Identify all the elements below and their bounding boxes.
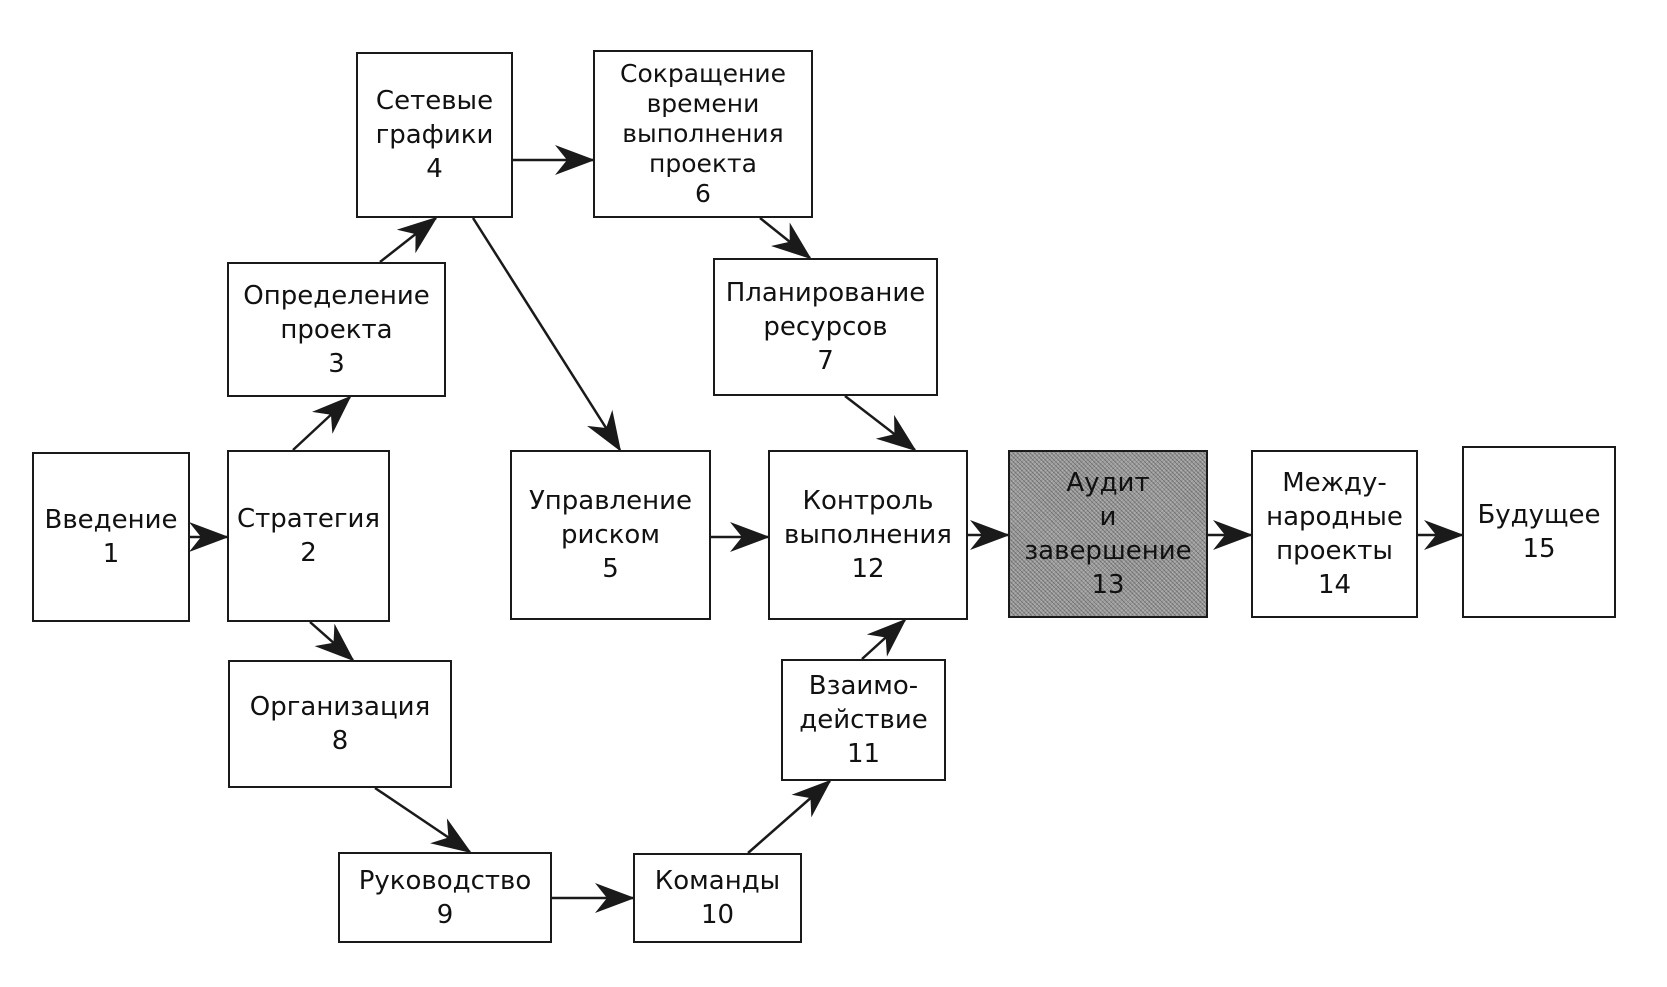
node-label: Взаимо- действие 11 [799, 671, 928, 769]
node-audit-i-zavershenie: Аудит и завершение 13 [1008, 450, 1208, 618]
node-komandy: Команды 10 [633, 853, 802, 943]
arrow-n7-to-n12 [844, 395, 917, 452]
node-setevye-grafiki: Сетевые графики 4 [356, 52, 513, 218]
node-mezhdunarodnye-proekty: Между- народные проекты 14 [1251, 450, 1418, 618]
node-kontrol-vypolneniya: Контроль выполнения 12 [768, 450, 968, 620]
arrow-n8-to-n9 [374, 786, 472, 854]
node-label: Сокращение времени выполнения проекта 6 [620, 59, 786, 208]
node-label: Управление риском 5 [528, 486, 693, 584]
node-label: Введение 1 [44, 505, 178, 569]
node-strategiya: Стратегия 2 [227, 450, 390, 622]
arrow-n11-to-n12 [861, 618, 907, 660]
node-label: Планирование ресурсов 7 [725, 278, 926, 376]
arrow-n3-to-n4 [379, 216, 438, 263]
node-label: Сетевые графики 4 [375, 86, 494, 184]
node-label: Будущее 15 [1477, 500, 1601, 564]
node-opredelenie-proekta: Определение проекта 3 [227, 262, 446, 397]
node-sokrashchenie-vremeni: Сокращение времени выполнения проекта 6 [593, 50, 813, 218]
node-label: Между- народные проекты 14 [1266, 468, 1403, 600]
node-vvedenie: Введение 1 [32, 452, 190, 622]
node-vzaimodeystvie: Взаимо- действие 11 [781, 659, 946, 781]
node-label: Определение проекта 3 [243, 280, 430, 379]
arrow-n2-to-n8 [309, 621, 355, 662]
node-label: Организация 8 [249, 692, 431, 756]
arrow-n6-to-n7 [759, 217, 812, 260]
node-upravlenie-riskom: Управление риском 5 [510, 450, 711, 620]
arrow-n2-to-n3 [292, 395, 352, 451]
node-label: Руководство 9 [358, 865, 532, 930]
node-budushchee: Будущее 15 [1462, 446, 1616, 618]
node-label: Аудит и завершение 13 [1024, 468, 1192, 600]
arrow-n4-to-n5 [471, 217, 622, 452]
node-planirovanie-resursov: Планирование ресурсов 7 [713, 258, 938, 396]
arrow-n10-to-n11 [747, 779, 832, 854]
node-label: Контроль выполнения 12 [784, 486, 952, 584]
node-label: Стратегия 2 [236, 504, 381, 568]
node-organizatsiya: Организация 8 [228, 660, 452, 788]
node-rukovodstvo: Руководство 9 [338, 852, 552, 943]
node-label: Команды 10 [654, 866, 781, 930]
